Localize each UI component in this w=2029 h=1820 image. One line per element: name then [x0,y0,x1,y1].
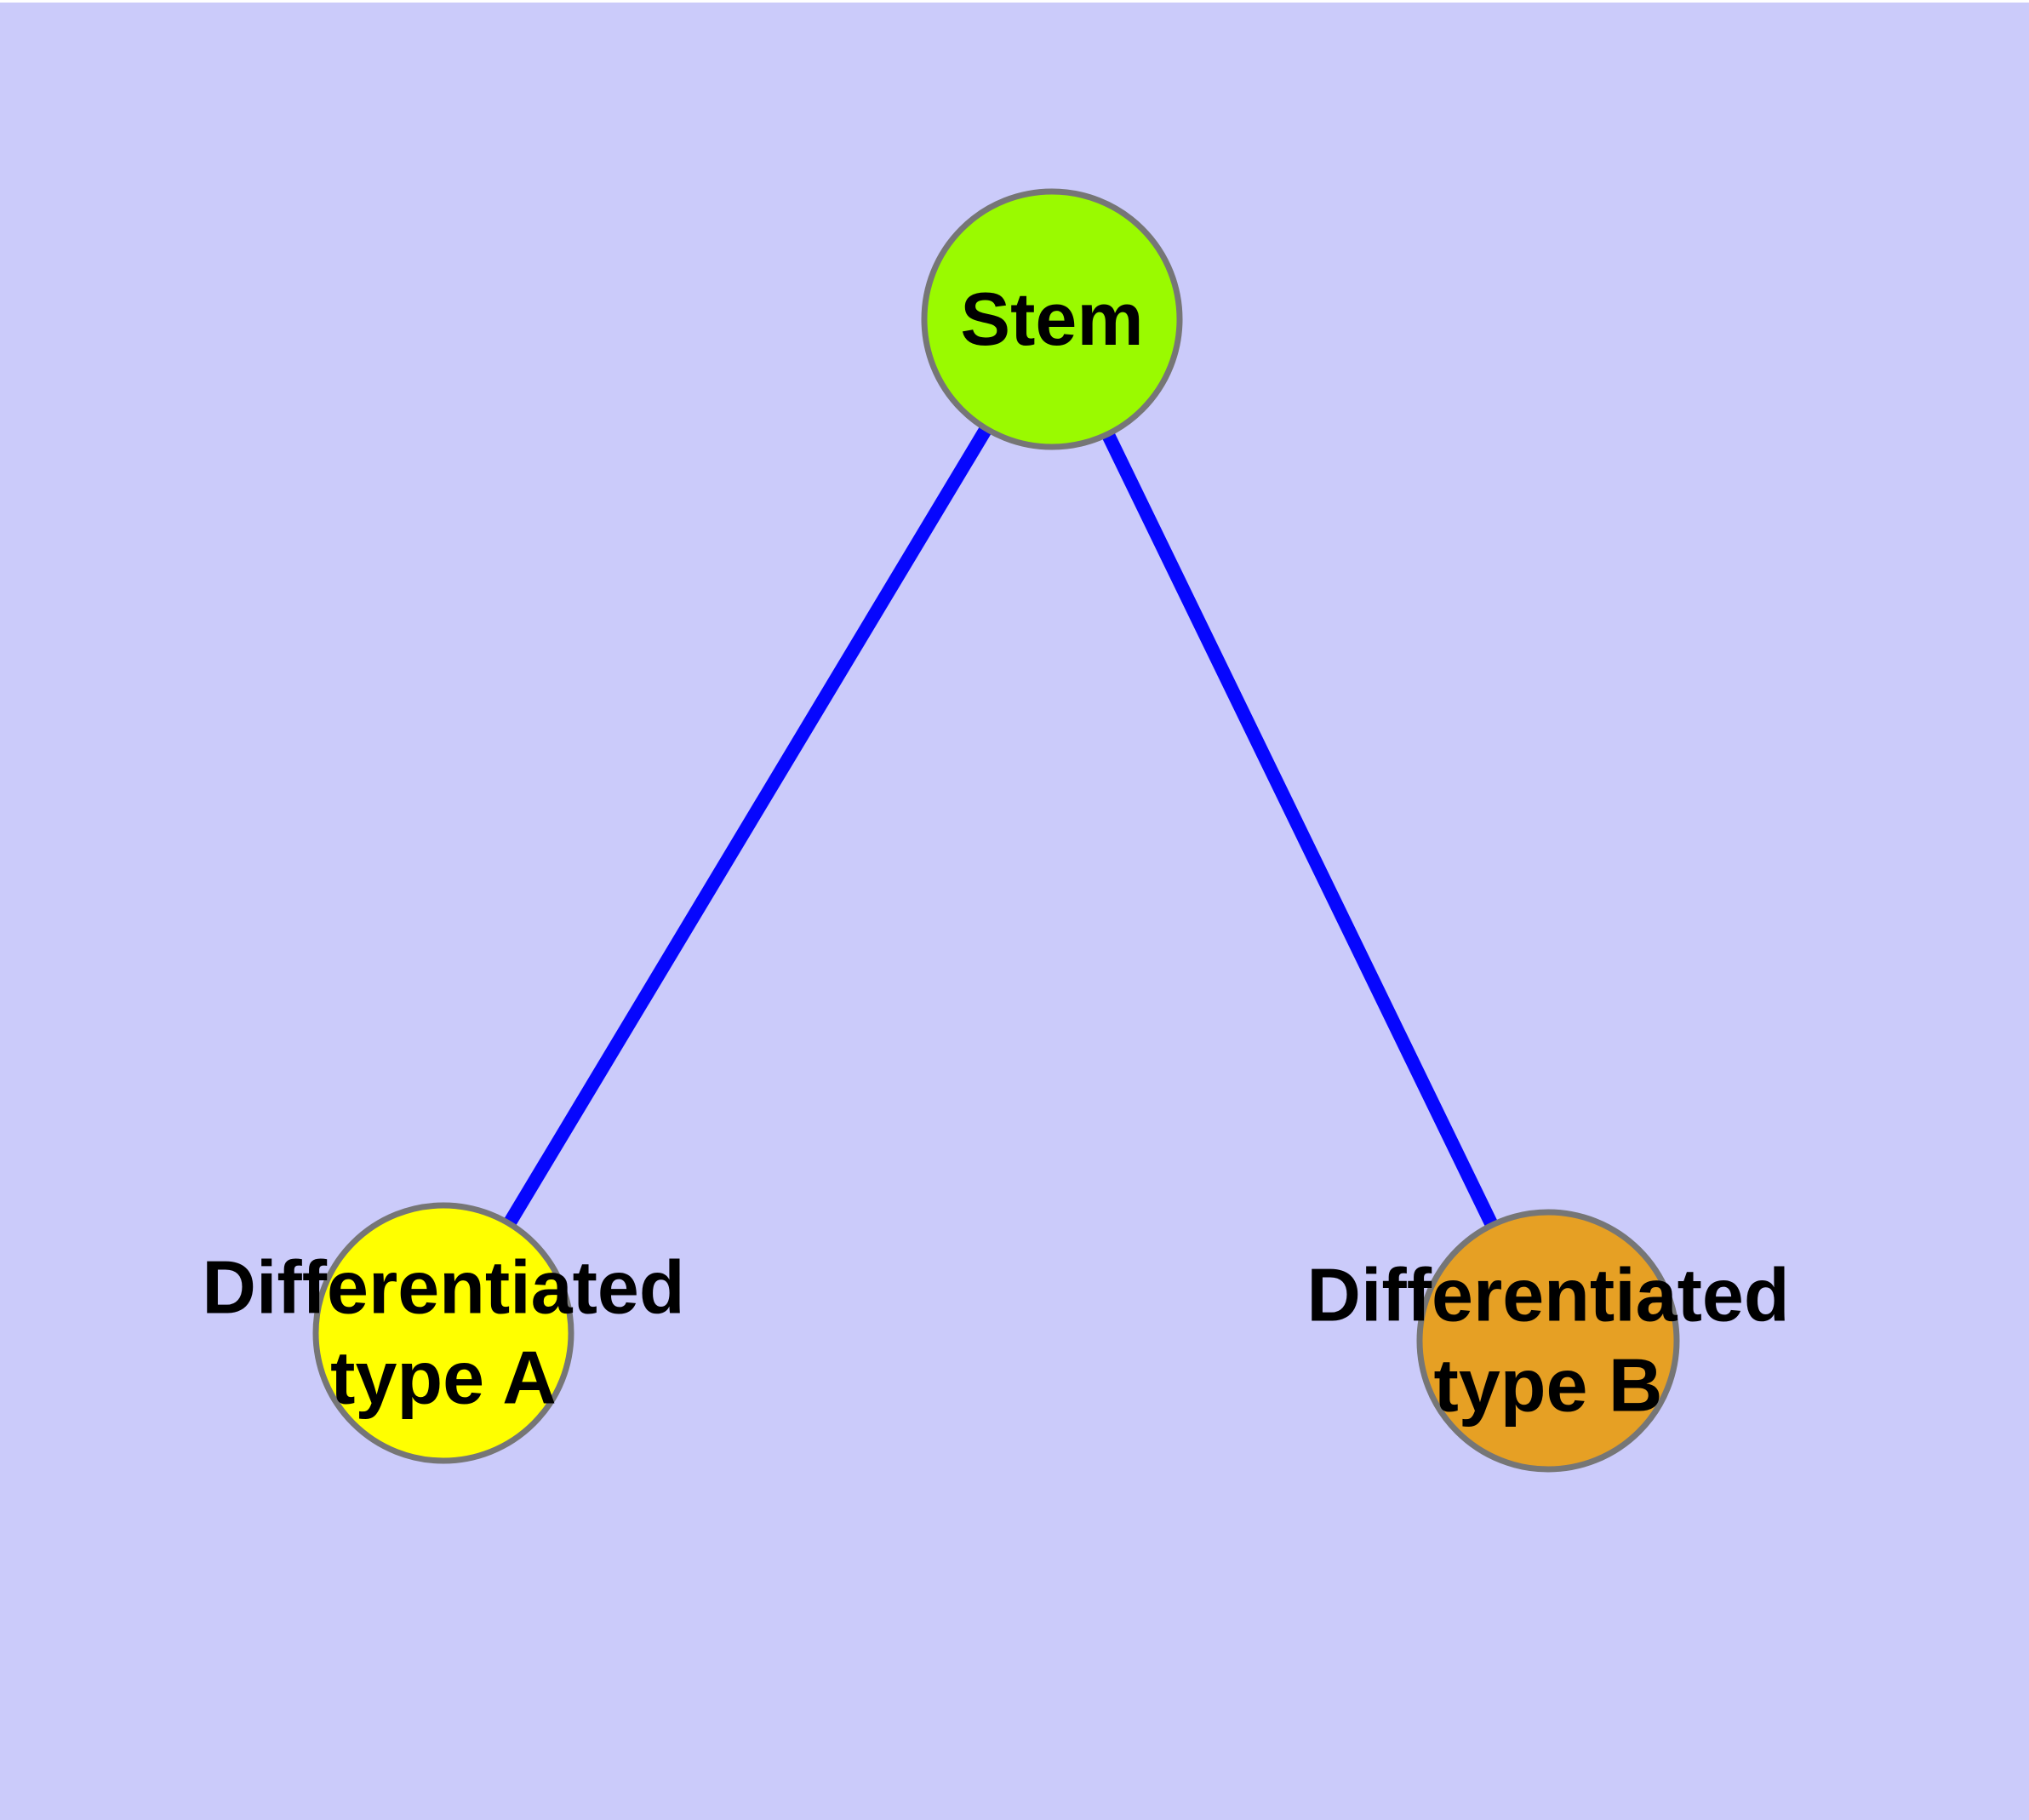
node-type-a [312,1202,574,1464]
node-type-b [1416,1209,1680,1473]
node-stem [921,188,1183,450]
graph-svg [0,3,2029,1820]
edges-layer [437,315,1555,1344]
nodes-layer [312,188,1680,1473]
edge-stem-type-b [1045,316,1555,1344]
edge-stem-type-a [437,315,1058,1337]
